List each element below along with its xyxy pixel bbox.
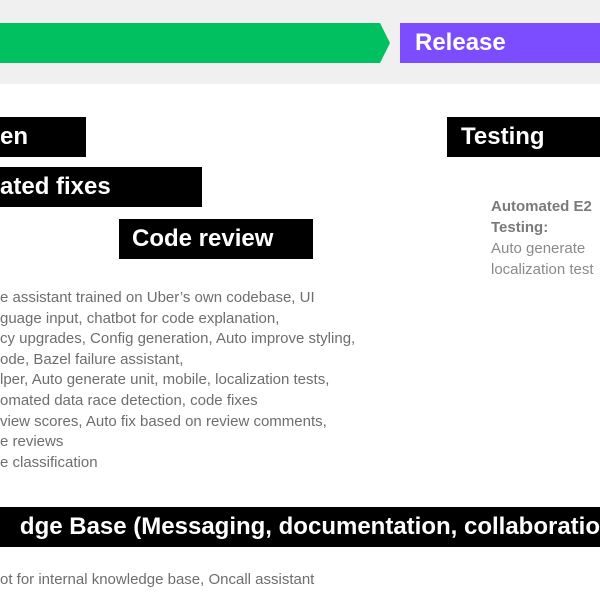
development-stage-arrow <box>0 23 390 63</box>
code-review-label: Code review <box>119 219 313 259</box>
testing-desc-heading-2: Testing: <box>491 219 549 236</box>
knowledge-base-description: ot for internal knowledge base, Oncall a… <box>0 570 600 590</box>
code-gen-label: en <box>0 117 86 157</box>
knowledge-base-label: dge Base (Messaging, documentation, coll… <box>0 507 600 547</box>
feature-line: e classification <box>0 453 98 471</box>
testing-label: Testing <box>447 117 600 157</box>
kb-desc-line: ot for internal knowledge base, Oncall a… <box>0 571 315 588</box>
feature-line: ode, Bazel failure assistant, <box>0 350 184 368</box>
testing-description: Automated E2 Testing: Auto generate loca… <box>491 196 600 280</box>
feature-description: e assistant trained on Uber’s own codeba… <box>0 288 600 473</box>
arrow-shape <box>0 23 390 63</box>
testing-desc-line-2: localization test <box>491 261 594 278</box>
testing-desc-heading-1: Automated E2 <box>491 198 592 215</box>
feature-line: view scores, Auto fix based on review co… <box>0 412 327 430</box>
feature-line: e assistant trained on Uber’s own codeba… <box>0 289 315 306</box>
feature-line: e reviews <box>0 433 64 451</box>
release-stage: Release <box>400 23 600 63</box>
feature-line: cy upgrades, Config generation, Auto imp… <box>0 330 356 348</box>
automated-fixes-label: ated fixes <box>0 167 202 207</box>
feature-line: guage input, chatbot for code explanatio… <box>0 309 280 327</box>
feature-line: lper, Auto generate unit, mobile, locali… <box>0 371 330 389</box>
feature-line: omated data race detection, code fixes <box>0 391 258 409</box>
testing-desc-line-1: Auto generate <box>491 240 586 257</box>
